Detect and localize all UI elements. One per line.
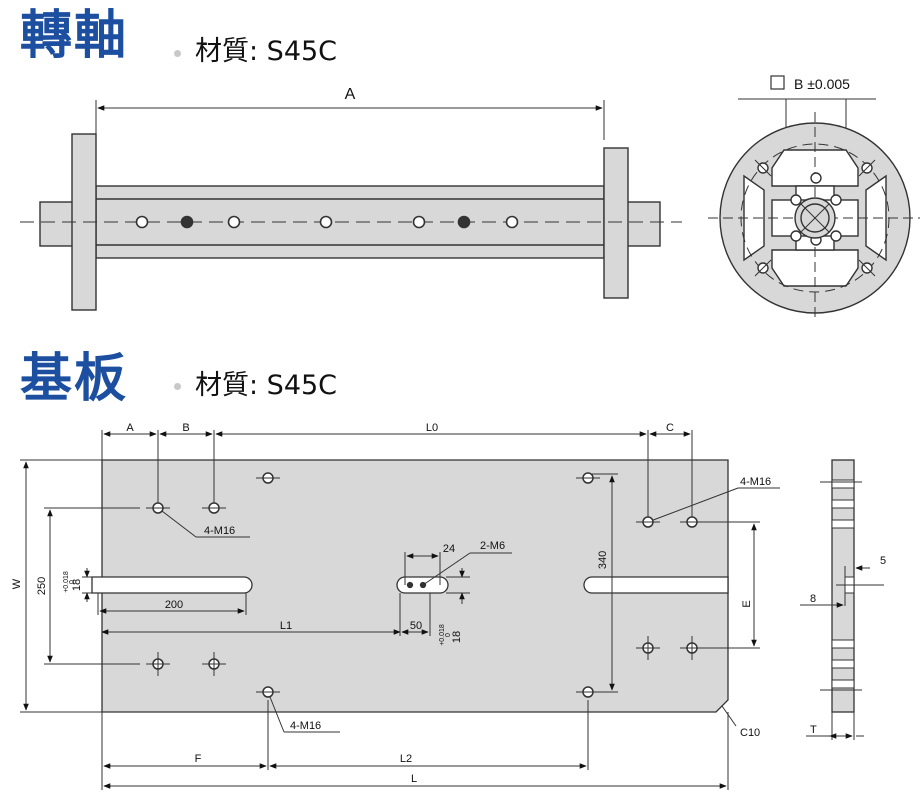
label-4-m16-top-left: 4-M16: [204, 525, 235, 537]
dim-24: 24: [443, 543, 455, 555]
dim-tol-plus-2: +0.018: [439, 624, 446, 646]
dim-l0: L0: [426, 422, 438, 434]
dim-b: B: [182, 422, 189, 434]
dim-l2: L2: [400, 753, 412, 765]
dim-l1: L1: [280, 620, 292, 632]
dim-side-t: T: [810, 724, 817, 736]
label-4-m16-top-right: 4-M16: [740, 476, 771, 488]
shaft-dim-a: A: [345, 86, 356, 103]
shaft-material: 材質: S45C: [195, 36, 338, 67]
shaft-end-view: [708, 75, 920, 322]
base-material: 材質: S45C: [195, 370, 338, 401]
dim-slot-mid: 18: [451, 631, 463, 643]
dim-f: F: [195, 753, 202, 765]
dim-slot-left: 18: [71, 579, 83, 591]
bullet-icon: [174, 383, 181, 390]
dim-c: C: [666, 422, 674, 434]
base-dimension-labels: A B L0 C W 250 18 +0.018 0 200 L1 50 24 …: [11, 422, 771, 785]
dim-side-8: 8: [810, 593, 816, 605]
base-title: 基板: [20, 349, 129, 409]
dim-tol-plus-1: +0.018: [63, 571, 70, 593]
label-2-m6: 2-M6: [480, 540, 505, 552]
base-plate-view: [20, 430, 780, 790]
bullet-icon: [174, 50, 181, 57]
dim-tol-zero-1: 0: [69, 580, 76, 584]
dim-340: 340: [597, 551, 609, 569]
dim-l: L: [411, 773, 417, 785]
dim-250: 250: [36, 577, 48, 595]
dim-a: A: [126, 422, 134, 434]
side-view-labels: 5 8 T: [810, 555, 886, 736]
label-4-m16-bottom: 4-M16: [290, 720, 321, 732]
shaft-side-view: [20, 100, 682, 311]
label-c10: C10: [740, 727, 760, 739]
dim-side-5: 5: [880, 555, 886, 567]
shaft-title: 轉軸: [20, 6, 129, 66]
dim-50: 50: [410, 620, 422, 632]
base-side-view: [800, 459, 884, 740]
dim-tol-zero-2: 0: [445, 633, 452, 637]
dim-w: W: [11, 578, 23, 589]
dim-e: E: [741, 600, 753, 607]
shaft-dim-b: B ±0.005: [794, 76, 850, 92]
dim-200: 200: [165, 599, 183, 611]
